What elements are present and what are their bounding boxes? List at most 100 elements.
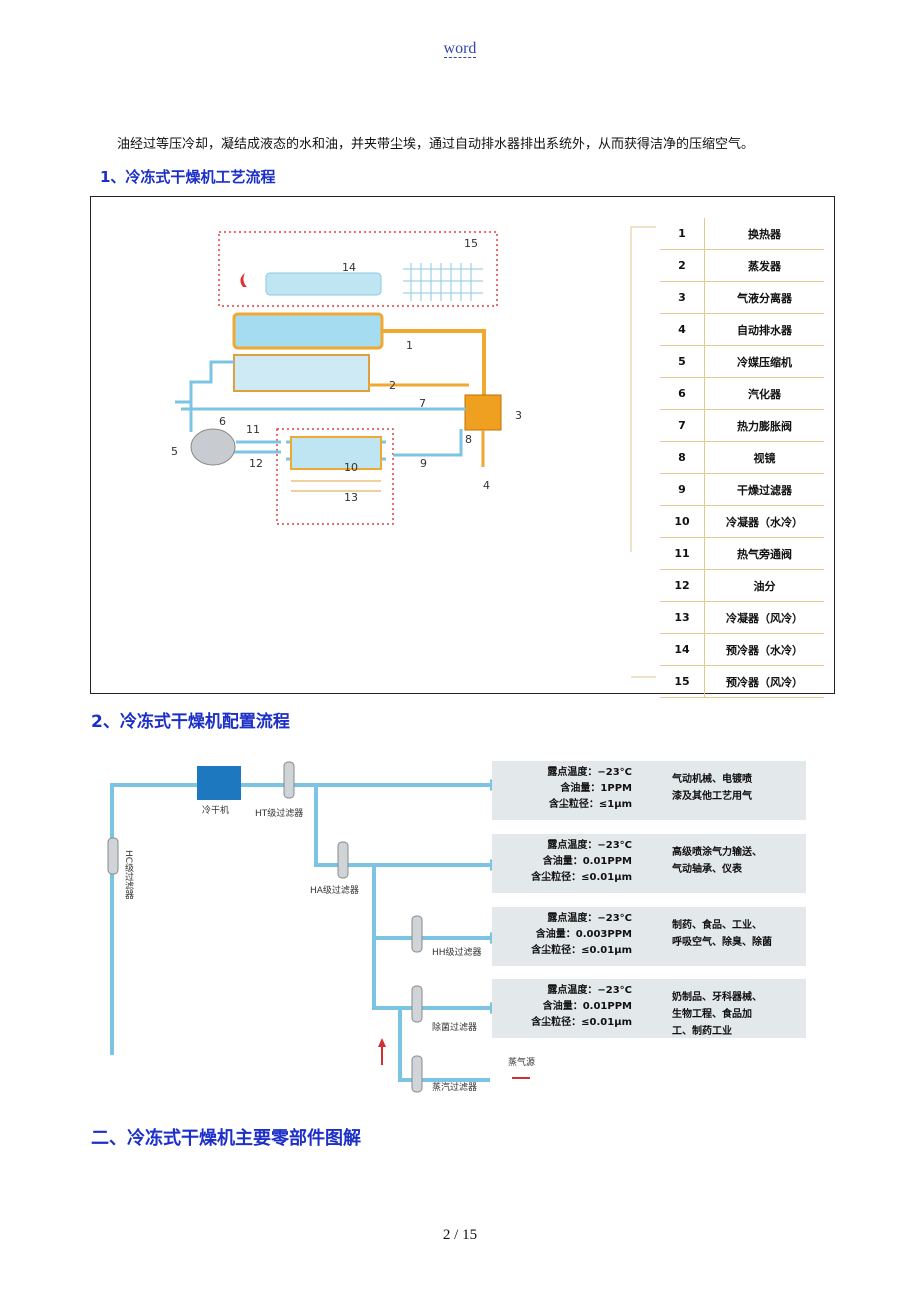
legend-bracket	[630, 226, 656, 678]
application-list: 制药、食品、工业、呼吸空气、除臭、除菌	[672, 917, 802, 951]
steam-filter-label: 蒸汽过滤器	[432, 1083, 478, 1093]
output-spec-box: 露点温度：−23°C 含油量：0.01PPM 含尘粒径：≤0.01μm 高级喷涂气力输…	[492, 834, 806, 893]
legend-name: 冷凝器（风冷）	[704, 602, 824, 633]
dryer-unit	[197, 766, 241, 800]
application-line: 高级喷涂气力输送、	[672, 847, 762, 858]
svg-text:7: 7	[419, 397, 426, 410]
legend-number: 10	[674, 515, 690, 528]
legend-name: 换热器	[704, 218, 824, 249]
sterile-filter-label: 除菌过滤器	[432, 1023, 478, 1033]
legend-name: 干燥过滤器	[704, 474, 824, 505]
spec-oil: 含油量：1PPM	[560, 783, 632, 794]
application-list: 奶制品、牙科器械、生物工程、食品加工、制药工业	[672, 989, 802, 1040]
spec-dust: 含尘粒径：≤0.01μm	[531, 1017, 632, 1028]
air-condenser	[291, 480, 381, 492]
svg-text:3: 3	[515, 409, 522, 422]
legend-number: 4	[678, 323, 686, 336]
application-line: 呼吸空气、除臭、除菌	[672, 937, 772, 948]
legend-number: 3	[678, 291, 686, 304]
spec-dust: 含尘粒径：≤1μm	[548, 799, 632, 810]
legend-name: 蒸发器	[704, 250, 824, 281]
svg-text:9: 9	[420, 457, 427, 470]
legend-number: 11	[674, 547, 690, 560]
svg-text:2: 2	[389, 379, 396, 392]
spec-dew: 露点温度：−23°C	[547, 840, 632, 851]
legend-name: 油分	[704, 570, 824, 601]
svg-text:1: 1	[406, 339, 413, 352]
header-title[interactable]: word	[443, 40, 477, 58]
application-line: 气动轴承、仪表	[672, 864, 742, 875]
configuration-figure: 冷干机 HT级过滤器 HA级过滤器 HH级过滤器 除菌过滤器 蒸汽过滤器 蒸气源…	[100, 750, 810, 1095]
svg-text:6: 6	[219, 415, 226, 428]
legend-row: 9 干燥过滤器	[660, 474, 824, 506]
precooler-air	[403, 263, 483, 301]
legend-number: 9	[678, 483, 686, 496]
legend-name: 自动排水器	[704, 314, 824, 345]
evaporator	[233, 354, 370, 392]
gas-liquid-separator	[464, 394, 502, 431]
svg-text:14: 14	[342, 261, 356, 274]
legend-number: 8	[678, 451, 686, 464]
legend-number: 5	[678, 355, 686, 368]
legend-name: 预冷器（水冷）	[704, 634, 824, 665]
svg-text:15: 15	[464, 237, 478, 250]
legend-name: 视镜	[704, 442, 824, 473]
legend-number: 12	[674, 579, 690, 592]
svg-text:8: 8	[465, 433, 472, 446]
hot-air-icon	[240, 273, 247, 287]
svg-text:5: 5	[171, 445, 178, 458]
spec-oil: 含油量：0.01PPM	[542, 856, 632, 867]
intro-paragraph: 油经过等压冷却，凝结成液态的水和油，并夹带尘埃，通过自动排水器排出系统外，从而获…	[117, 137, 755, 152]
ht-filter-label: HT级过滤器	[255, 809, 304, 819]
filter-icons	[107, 761, 423, 1093]
legend-row: 11 热气旁通阀	[660, 538, 824, 570]
legend-row: 13 冷凝器（风冷）	[660, 602, 824, 634]
legend-number: 1	[678, 227, 686, 240]
steam-source-label: 蒸气源	[508, 1058, 536, 1068]
precooler-box	[218, 231, 498, 307]
water-condenser	[290, 436, 382, 470]
section1-heading: 1、冷冻式干燥机工艺流程	[100, 168, 276, 186]
spec-dust: 含尘粒径：≤0.01μm	[531, 945, 632, 956]
hc-filter-label: HC级过滤器	[123, 850, 133, 900]
svg-text:13: 13	[344, 491, 358, 504]
spec-oil: 含油量：0.01PPM	[542, 1001, 632, 1012]
legend-number: 6	[678, 387, 686, 400]
legend-number: 7	[678, 419, 686, 432]
application-list: 气动机械、电镀喷漆及其他工艺用气	[672, 771, 802, 805]
config-pipes	[107, 761, 530, 1093]
spec-dust: 含尘粒径：≤0.01μm	[531, 872, 632, 883]
section3-heading: 二、冷冻式干燥机主要零部件图解	[91, 1128, 361, 1149]
application-line: 气动机械、电镀喷	[672, 774, 752, 785]
application-line: 工、制药工业	[672, 1026, 732, 1037]
section2-heading: 2、冷冻式干燥机配置流程	[91, 712, 290, 732]
svg-text:10: 10	[344, 461, 358, 474]
spec-list: 露点温度：−23°C 含油量：0.01PPM 含尘粒径：≤0.01μm	[492, 838, 632, 886]
heat-exchanger	[232, 312, 384, 350]
pipe-orange-1	[382, 329, 486, 399]
legend-row: 4 自动排水器	[660, 314, 824, 346]
legend-number: 15	[674, 675, 690, 688]
svg-text:12: 12	[249, 457, 263, 470]
legend-number: 13	[674, 611, 690, 624]
legend-row: 14 预冷器（水冷）	[660, 634, 824, 666]
legend-name: 气液分离器	[704, 282, 824, 313]
spec-oil: 含油量：0.003PPM	[535, 929, 632, 940]
legend-name: 热气旁通阀	[704, 538, 824, 569]
application-list: 高级喷涂气力输送、气动轴承、仪表	[672, 844, 802, 878]
legend-number: 14	[674, 643, 690, 656]
legend-row: 8 视镜	[660, 442, 824, 474]
